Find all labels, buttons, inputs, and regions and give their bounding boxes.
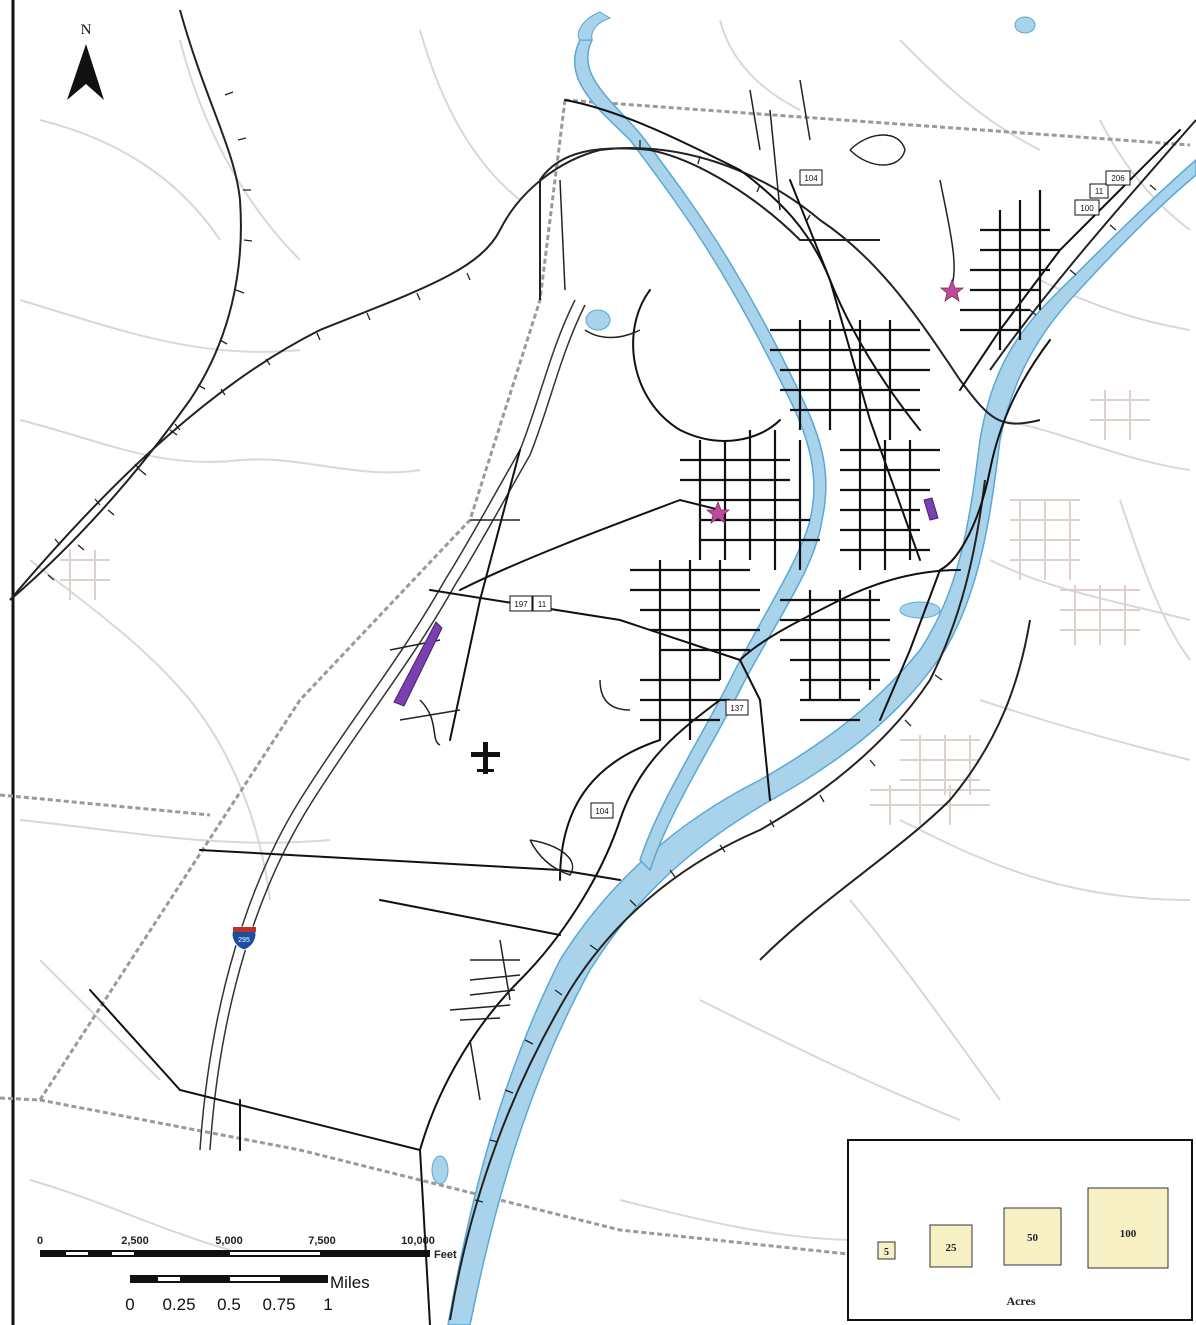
svg-text:104: 104 [804,174,818,183]
airport-icon [471,742,500,774]
legend-item-100: 100 [1087,1187,1169,1269]
local-roads [389,79,955,1101]
scale-miles-unit: Miles [330,1273,370,1292]
legend-item-5: 5 [877,1241,896,1260]
scale-miles-tick-2: 0.5 [217,1295,241,1314]
legend-item-25: 25 [929,1224,973,1268]
svg-text:206: 206 [1111,174,1125,183]
scale-miles-tick-3: 0.75 [262,1295,295,1314]
background-roads [19,19,1191,1251]
highway-shields: 104 100 11 206 197 11 137 104 [231,169,1131,951]
interstate-shield: 295 [231,926,257,951]
north-arrow-icon [67,44,104,100]
delaware-river [431,11,1196,1325]
north-arrow: N [67,22,104,100]
scale-miles-tick-4: 1 [323,1295,332,1314]
svg-text:100: 100 [1120,1228,1137,1240]
north-label: N [81,22,92,38]
interstate-highway [199,299,586,1151]
railroad-ticks [47,91,1157,1203]
railroads [9,9,1196,1321]
site-star-north [939,278,965,302]
site-parcel-interstate [393,621,443,707]
route-104-north-shield: 104 [799,169,823,186]
svg-text:104: 104 [595,807,609,816]
route-137-shield: 137 [725,699,749,716]
svg-text:5: 5 [884,1247,889,1258]
svg-text:295: 295 [238,937,250,944]
scale-bar-miles: Miles 0 0.25 0.5 0.75 1 [125,1273,369,1314]
svg-text:11: 11 [1095,187,1104,196]
route-100-shield: 100 [1074,199,1100,216]
route-11-mid-shield: 11 [532,595,552,612]
svg-text:100: 100 [1080,204,1094,213]
svg-text:25: 25 [946,1242,958,1254]
scale-miles-tick-0: 0 [125,1295,134,1314]
scale-feet-unit: Feet [434,1249,457,1261]
route-11-ne-shield: 11 [1089,183,1109,199]
legend-title: Acres [1006,1294,1035,1308]
scale-miles-tick-1: 0.25 [162,1295,195,1314]
svg-text:197: 197 [514,600,528,609]
site-parcel-town [923,497,939,521]
site-star-center [705,500,731,524]
route-206-shield: 206 [1105,170,1131,186]
svg-text:137: 137 [730,704,744,713]
scale-feet-tick-2: 5,000 [215,1235,243,1247]
background-neighborhoods [60,390,1150,825]
route-197-shield: 197 [509,595,533,612]
scale-feet-tick-3: 7,500 [308,1235,336,1247]
acreage-legend: 5 25 50 100 Acres [847,1139,1193,1321]
svg-text:50: 50 [1027,1232,1039,1244]
svg-text:11: 11 [538,600,547,609]
scale-feet-tick-1: 2,500 [121,1235,149,1247]
scale-feet-tick-4: 10,000 [401,1235,435,1247]
town-streets [630,190,1060,740]
route-104-south-shield: 104 [590,802,614,819]
scale-bar-feet: 0 2,500 5,000 7,500 10,000 Feet [37,1235,457,1261]
legend-item-50: 50 [1003,1207,1062,1266]
site-markers [393,278,965,707]
scale-feet-tick-0: 0 [37,1235,43,1247]
